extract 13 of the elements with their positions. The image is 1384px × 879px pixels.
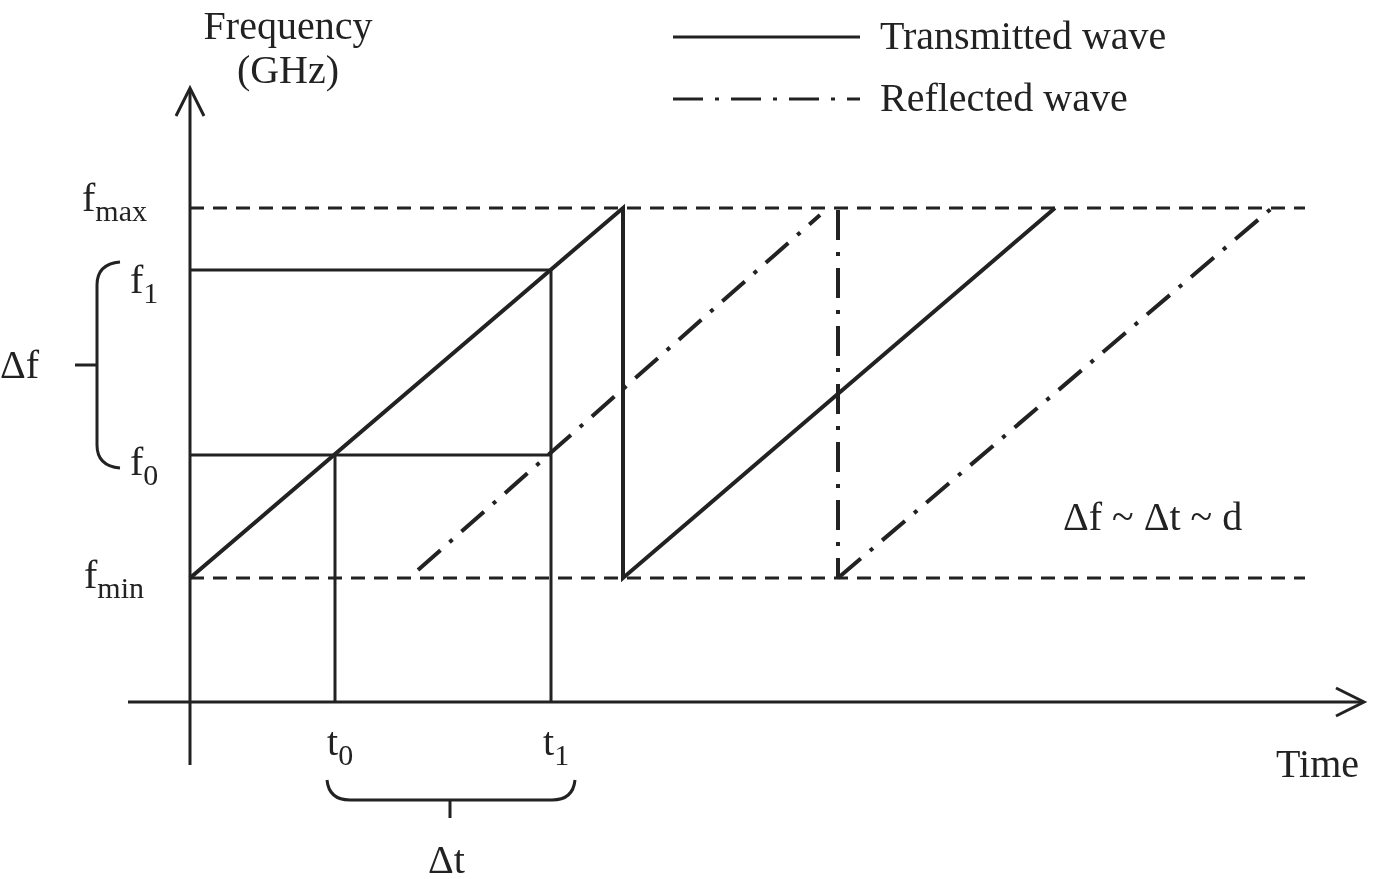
legend-text: Transmitted wave — [880, 14, 1167, 58]
brace-label: Δf — [0, 343, 40, 387]
axis-title: Frequency (GHz) — [202, 4, 374, 92]
axis-title: Time — [1276, 742, 1359, 786]
legend-text: Reflected wave — [880, 76, 1128, 120]
axis-label: f$_{0}$ — [130, 440, 159, 484]
brace-label: Δt — [428, 838, 465, 879]
axis-label: f$_{max}$ — [82, 176, 147, 220]
axis-label: t$_{1}$ — [543, 720, 570, 764]
formula-text: Δf ~ Δt ~ d — [1063, 495, 1243, 539]
axis-label: f$_{min}$ — [84, 553, 144, 597]
axis-label: f$_{1}$ — [130, 258, 159, 302]
axis-label: t$_{0}$ — [327, 720, 354, 764]
